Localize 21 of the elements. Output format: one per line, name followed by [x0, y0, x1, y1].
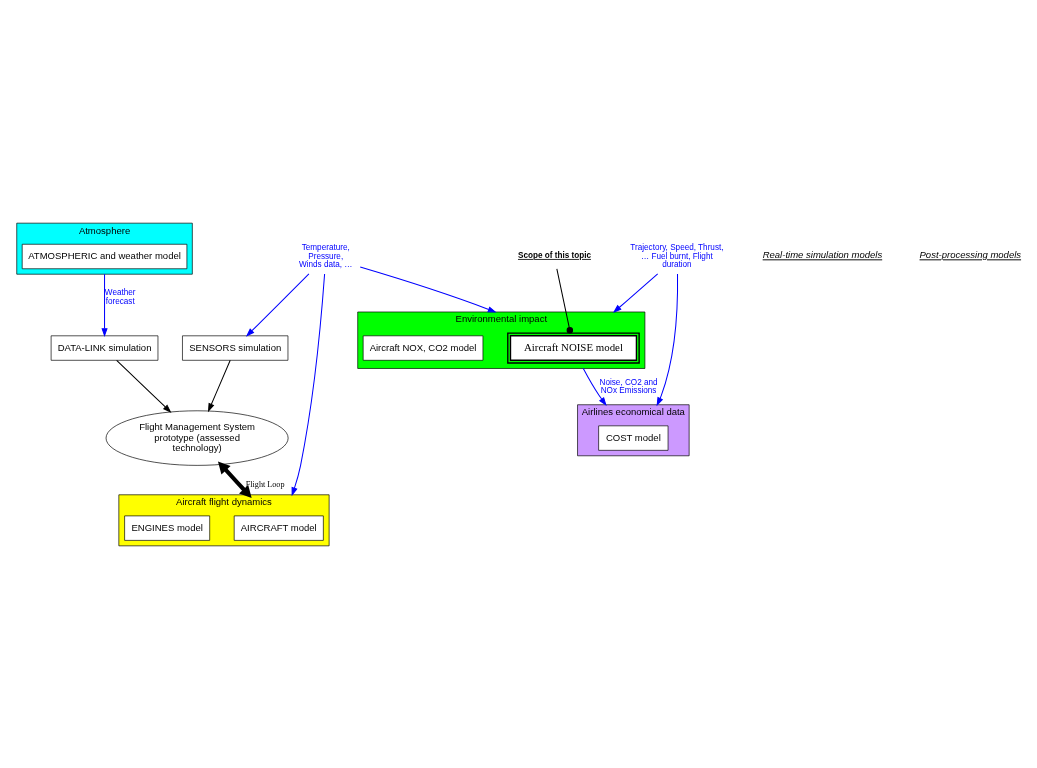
label: Post-processing models [919, 248, 1022, 260]
node-box: Aircraft NOX, CO2 model [362, 334, 484, 361]
label: Real-time simulation models [762, 248, 883, 260]
arrow [116, 359, 172, 413]
node-box: DATA-LINK simulation [50, 334, 159, 361]
node-box: COST model [598, 425, 669, 451]
connector [556, 267, 574, 333]
arrow [217, 460, 252, 498]
arrow [359, 266, 497, 313]
node-ellipse: Flight Management System prototype (assessed technology) [105, 409, 289, 466]
node-box: ENGINES model [124, 515, 211, 541]
node-box: ATMOSPHERIC and weather model [21, 243, 188, 269]
arrow [207, 359, 231, 412]
node-box: AIRCRAFT model [233, 515, 324, 541]
arrow [656, 272, 679, 406]
arrow [612, 272, 659, 313]
arrow [101, 273, 108, 337]
arrow [291, 273, 326, 496]
node-box: SENSORS simulation [182, 334, 289, 361]
arrow [245, 272, 310, 337]
arrow [582, 367, 607, 406]
